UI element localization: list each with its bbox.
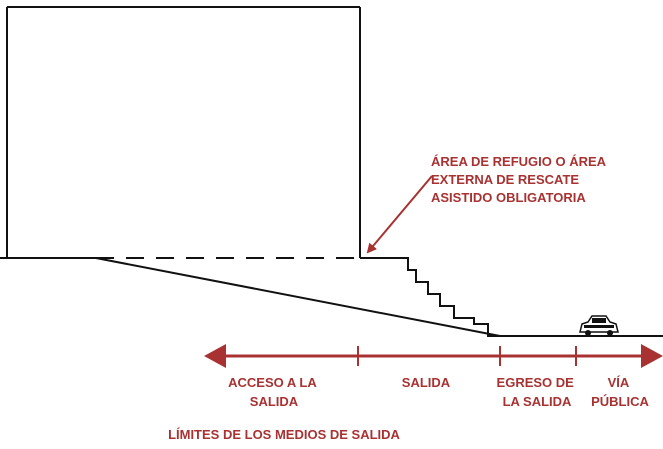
refuge-area-label: ÁREA DE REFUGIO O ÁREA EXTERNA DE RESCAT… xyxy=(431,154,609,205)
car-icon xyxy=(579,315,619,336)
exterior-stairs xyxy=(360,257,500,337)
right-arrowhead-icon xyxy=(641,344,663,368)
callout-line-3: ASISTIDO OBLIGATORIA xyxy=(431,190,586,205)
label-exit-access: ACCESO A LA SALIDA xyxy=(228,375,320,409)
callout-line-2: EXTERNA DE RESCATE xyxy=(431,172,579,187)
left-arrowhead-icon xyxy=(204,344,226,368)
label-public-way: VÍA PÚBLICA xyxy=(591,375,649,409)
egress-dimension-line xyxy=(204,344,663,368)
label-exit: SALIDA xyxy=(402,375,451,390)
callout-line-1: ÁREA DE REFUGIO O ÁREA xyxy=(431,154,607,169)
refuge-area-arrow xyxy=(366,175,433,254)
building xyxy=(0,6,361,259)
diagram-footer-title: LÍMITES DE LOS MEDIOS DE SALIDA xyxy=(168,427,400,442)
exit-ramp xyxy=(95,257,501,337)
label-exit-discharge: EGRESO DE LA SALIDA xyxy=(497,375,578,409)
